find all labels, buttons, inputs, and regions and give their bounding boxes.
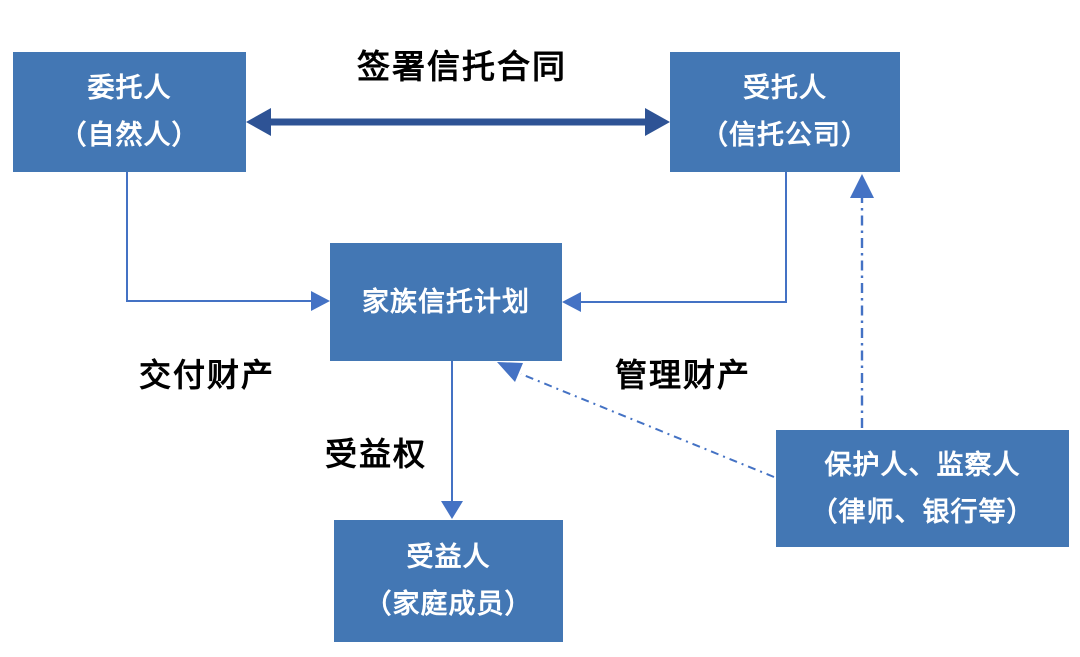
node-settlor: 委托人 （自然人） xyxy=(13,52,246,172)
node-trustee-line2: （信托公司） xyxy=(701,120,869,150)
deliver-property-arrow xyxy=(126,172,330,311)
node-settlor-line2: （自然人） xyxy=(59,120,200,150)
manage-property-arrow xyxy=(562,172,787,312)
node-beneficiary-line1: 受益人 xyxy=(406,542,491,572)
benefit-right-arrow xyxy=(441,361,463,519)
edge-label-manage-property: 管理财产 xyxy=(615,357,752,393)
edge-label-sign-contract: 签署信托合同 xyxy=(357,48,567,85)
node-trust-plan-line1: 家族信托计划 xyxy=(362,286,530,317)
sign-contract-arrow xyxy=(246,108,670,136)
node-trust-plan: 家族信托计划 xyxy=(330,243,562,361)
node-protector-line1: 保护人、监察人 xyxy=(824,449,1021,480)
edge-label-deliver-property: 交付财产 xyxy=(139,357,276,393)
node-settlor-line1: 委托人 xyxy=(87,73,172,103)
edge-label-benefit-right: 受益权 xyxy=(325,436,428,472)
node-beneficiary-line2: （家庭成员） xyxy=(364,589,533,619)
node-protector: 保护人、监察人 （律师、银行等） xyxy=(776,430,1069,547)
protector-to-trustplan-arrow xyxy=(497,362,775,478)
node-protector-line2: （律师、银行等） xyxy=(810,496,1035,527)
node-trustee-line1: 受托人 xyxy=(743,73,827,103)
node-trustee: 受托人 （信托公司） xyxy=(670,52,900,172)
protector-to-trustee-arrow xyxy=(850,174,874,428)
node-beneficiary: 受益人 （家庭成员） xyxy=(334,520,563,642)
